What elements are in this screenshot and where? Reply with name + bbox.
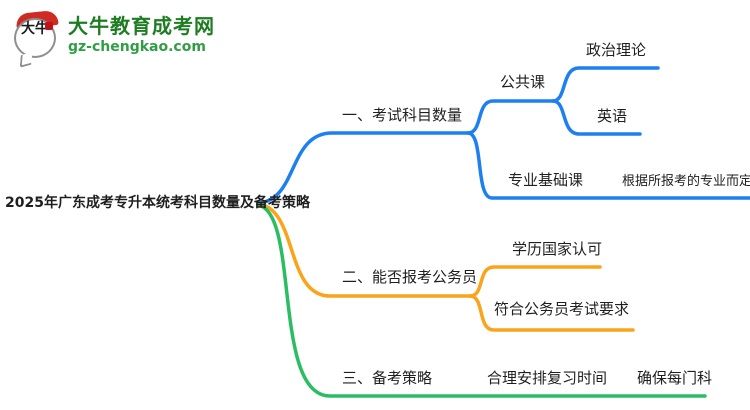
root-topic[interactable]: 2025年广东成考专升本统考科目数量及备考策略 — [5, 195, 310, 211]
node-exam-subject-count[interactable]: 一、考试科目数量 — [342, 106, 463, 124]
logo-title: 大牛教育成考网 — [68, 13, 215, 38]
node-schedule-review-time[interactable]: 合理安排复习时间 — [487, 369, 608, 387]
site-logo[interactable]: 大牛 大牛教育成考网 gz-chengkao.com — [12, 9, 215, 68]
node-professional-basic-course[interactable]: 专业基础课 — [508, 171, 584, 189]
logo-bubble-icon: 大牛 — [12, 9, 60, 68]
logo-seal-icon — [45, 22, 53, 30]
node-public-courses[interactable]: 公共课 — [500, 73, 546, 91]
logo-characters: 大牛 — [21, 21, 49, 37]
node-ensure-each-subject[interactable]: 确保每门科 — [637, 369, 713, 387]
node-depends-on-major[interactable]: 根据所报考的专业而定 — [622, 174, 750, 189]
node-state-recognized-diploma[interactable]: 学历国家认可 — [512, 240, 603, 258]
node-civil-servant-eligibility[interactable]: 二、能否报考公务员 — [342, 268, 478, 286]
logo-subtitle: gz-chengkao.com — [68, 38, 206, 55]
node-english[interactable]: 英语 — [597, 107, 628, 125]
node-political-theory[interactable]: 政治理论 — [586, 41, 647, 59]
logo-bubble-tail — [19, 52, 33, 68]
branch-strategy-lines — [256, 203, 707, 398]
node-meets-exam-requirements[interactable]: 符合公务员考试要求 — [494, 300, 630, 318]
node-prep-strategy[interactable]: 三、备考策略 — [342, 369, 433, 387]
